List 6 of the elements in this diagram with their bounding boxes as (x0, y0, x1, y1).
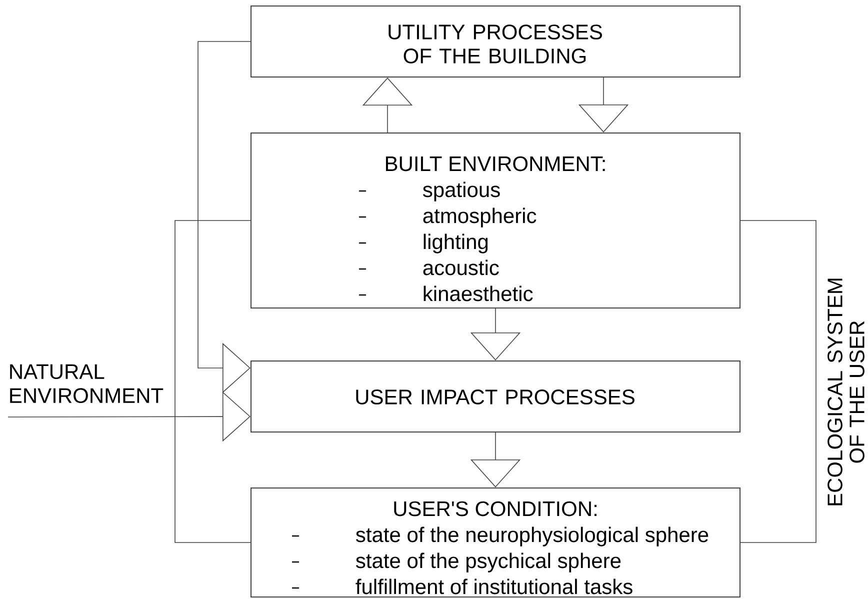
process-box: BUILT ENVIRONMENT: spatious atmospheric lighting acoustic kinaesthetic (250, 132, 740, 308)
process-box: UTILITY PROCESSES OF THE BUILDING (250, 6, 740, 78)
input-label: NATURAL ENVIRONMENT (10, 364, 164, 404)
side-label: ECOLOGICAL SYSTEM OF THE USER (828, 278, 864, 506)
process-box: USER'S CONDITION: state of the neurophysiological sphere state of the psychical sphere fulfillment of institutional tasks (250, 488, 740, 598)
process-box: USER IMPACT PROCESSES (250, 360, 740, 432)
